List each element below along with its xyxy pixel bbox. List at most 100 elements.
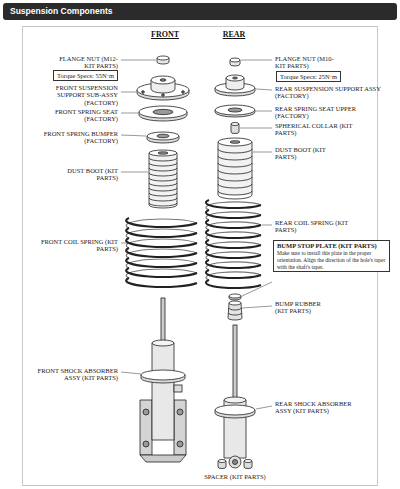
part-label: FRONT SUSPENSION SUPPORT SUB-ASSY (FACTO… (28, 84, 118, 106)
leader-lines (241, 60, 272, 61)
part-label: FRONT SPRING BUMPER (FACTORY) (28, 130, 118, 145)
front-shock-absorber (141, 370, 185, 380)
box-heading: Torque Specs: 25N·m (280, 73, 337, 80)
front-shock-absorber (152, 340, 174, 346)
rear-spacers (218, 460, 252, 469)
front-support (137, 76, 189, 100)
front-shock-absorber (152, 343, 174, 440)
front-spring-seat (139, 106, 187, 118)
rear-bump-stop-plate (229, 294, 241, 300)
front-shock-absorber (140, 298, 186, 462)
rear-bump-rubber (228, 303, 242, 320)
leader-lines (121, 172, 148, 173)
rear-support (233, 77, 238, 79)
front-support (162, 94, 165, 97)
leader-lines (242, 282, 272, 296)
note-box: BUMP STOP PLATE (KIT PARTS)Make sure to … (273, 240, 390, 272)
front-flange-nut (157, 56, 169, 64)
front-support (160, 79, 166, 81)
leader-lines (242, 306, 272, 308)
front-shock-absorber (174, 400, 186, 455)
box-heading: Torque Specs: 55N·m (57, 72, 114, 79)
rear-spring-seat (228, 108, 242, 112)
rear-flange-nut (230, 58, 240, 66)
title-text: Suspension Components (3, 3, 397, 20)
rear-shock-absorber (229, 456, 241, 468)
part-label: FRONT SHOCK ABSORBER ASSY (KIT PARTS) (26, 367, 118, 382)
front-shock-absorber (143, 409, 149, 415)
rear-shock-absorber (233, 325, 237, 400)
rear-spacers (244, 460, 252, 463)
rear-shock-absorber (224, 397, 246, 403)
leader-lines (121, 113, 138, 114)
leader-lines (121, 60, 272, 409)
front-spring-bumper (147, 132, 179, 140)
part-label: BUMP RUBBER (KIT PARTS) (275, 300, 333, 315)
front-support (142, 91, 145, 94)
rear-coil-spring (206, 200, 261, 288)
box-heading: BUMP STOP PLATE (KIT PARTS) (277, 242, 386, 249)
box-note: Make sure to install this plate in the p… (277, 250, 386, 270)
front-shock-absorber (174, 385, 182, 392)
rear-spring-seat (215, 105, 255, 117)
front-coil-spring (126, 218, 197, 287)
rear-bump-rubber (229, 301, 241, 305)
part-label: FRONT COIL SPRING (KIT PARTS) (38, 238, 118, 253)
title-bar: Suspension Components (3, 3, 397, 20)
leader-lines (121, 243, 128, 244)
part-label: DUST BOOT (KIT PARTS) (66, 167, 118, 182)
rear-support (215, 75, 255, 96)
front-dust-boot (149, 150, 177, 156)
front-spring-seat (139, 106, 187, 121)
rear-spring-seat (215, 105, 255, 115)
part-label: SPACER (KIT PARTS) (187, 473, 283, 480)
rear-dust-boot (218, 149, 252, 199)
front-shock-absorber (161, 298, 165, 344)
rear-dust-boot (218, 138, 252, 146)
front-shock-absorber (143, 441, 149, 447)
rear-bump-rubber (228, 301, 242, 320)
part-label: REAR SHOCK ABSORBER ASSY (KIT PARTS) (275, 400, 367, 415)
front-support (151, 76, 175, 84)
rear-support (226, 75, 244, 81)
front-dust-boot (149, 158, 177, 208)
front-spring-bumper (147, 132, 179, 143)
rear-spherical-collar (231, 123, 239, 126)
leader-lines (121, 60, 156, 61)
rear-spacers (218, 460, 226, 463)
part-label: REAR COIL SPRING (KIT PARTS) (275, 219, 355, 234)
suspension-illustration (126, 56, 261, 469)
rear-spherical-collar (231, 123, 239, 134)
front-support (182, 91, 185, 94)
leader-lines (256, 111, 272, 112)
part-label: REAR SPRING SEAT UPPER (FACTORY) (275, 105, 375, 120)
part-label: REAR SUSPENSION SUPPORT ASSY (FACTORY) (275, 85, 385, 100)
front-shock-absorber (177, 409, 183, 415)
leader-lines (262, 225, 272, 226)
front-spring-seat (153, 109, 173, 114)
rear-dust-boot (218, 138, 252, 199)
rear-shock-absorber (215, 325, 255, 468)
rear-flange-nut (230, 58, 240, 62)
column-heading: FRONT (143, 30, 187, 39)
front-shock-absorber (140, 400, 152, 455)
leader-lines (121, 135, 146, 136)
front-spring-bumper (157, 134, 169, 138)
front-dust-boot (158, 152, 168, 154)
front-flange-nut (157, 56, 169, 60)
part-label: FLANGE NUT (M10-KIT PARTS) (275, 55, 339, 70)
front-dust-boot (149, 150, 177, 208)
part-label: FRONT SPRING SEAT (FACTORY) (38, 108, 118, 123)
rear-bump-stop-plate (229, 294, 241, 298)
rear-dust-boot (230, 141, 240, 144)
column-heading: REAR (212, 30, 256, 39)
front-shock-absorber (140, 455, 186, 462)
leader-lines (256, 89, 272, 90)
front-coil-spring (126, 218, 197, 287)
rear-shock-absorber (215, 405, 255, 415)
rear-shock-absorber (233, 460, 238, 465)
rear-coil-spring (206, 200, 261, 288)
spec-box: Torque Specs: 25N·m (276, 71, 341, 82)
part-label: DUST BOOT (KIT PARTS) (275, 146, 327, 161)
